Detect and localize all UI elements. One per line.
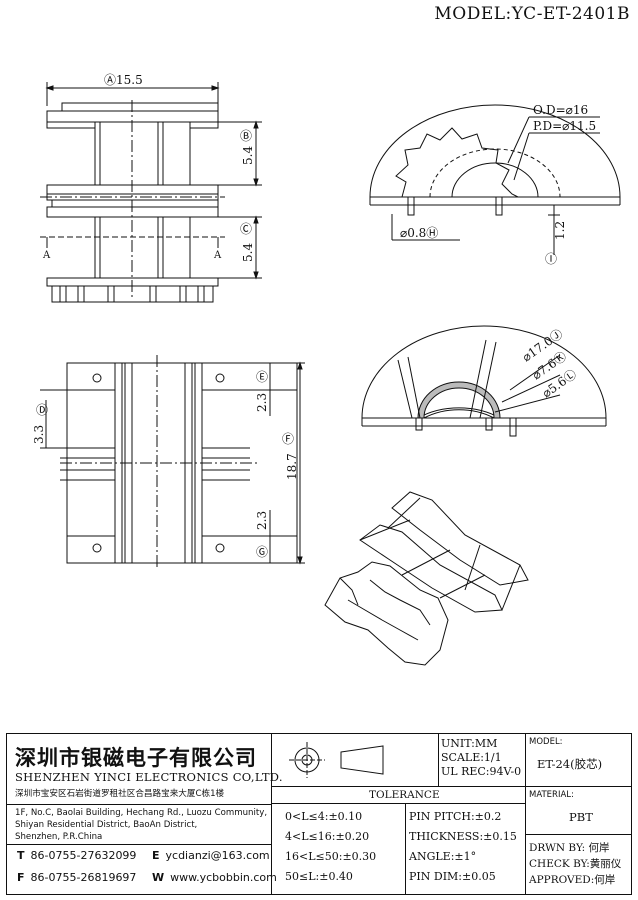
company-name-en: SHENZHEN YINCI ELECTRONICS CO,LTD. <box>15 770 283 784</box>
dim-c-tag: Ⓒ <box>240 222 252 236</box>
dim-g-value: 2.3 <box>255 511 269 530</box>
approved-by: APPROVED:何岸 <box>529 874 616 886</box>
dim-b-value: 5.4 <box>241 146 255 165</box>
address-en-2: Shiyan Residential District, BaoAn Distr… <box>15 820 198 830</box>
isometric-view <box>324 491 529 666</box>
tol-row-3: 16<L≤50:±0.30 <box>285 850 377 863</box>
dim-f-tag: Ⓕ <box>282 432 294 446</box>
ul-rec: UL REC:94V-0 <box>441 765 522 778</box>
dim-c-value: 5.4 <box>241 243 255 262</box>
web-value[interactable]: www.ycbobbin.com <box>170 871 277 884</box>
dim-f-value: 18.7 <box>285 453 299 480</box>
company-name-cn: 深圳市银磁电子有限公司 <box>15 746 257 770</box>
tel-value: 86-0755-27632099 <box>30 849 137 862</box>
fax-value: 86-0755-26819697 <box>30 871 137 884</box>
address-en-3: Shenzhen, P.R.China <box>15 832 103 842</box>
section-view: ⌀17.0Ⓙ ⌀7.6Ⓚ ⌀5.6Ⓛ <box>361 325 607 437</box>
contact-fax: F 86-0755-26819697 <box>17 871 136 884</box>
tel-label: T <box>17 849 25 862</box>
projection-symbol-icon <box>289 742 384 778</box>
email-label: E <box>152 849 160 862</box>
unit: UNIT:MM <box>441 737 498 750</box>
material-label: MATERIAL: <box>529 790 574 800</box>
dim-d-tag: Ⓓ <box>36 403 48 417</box>
gear-top-view: O.D=⌀16 P.D=⌀11.5 ⌀0.8Ⓗ 1.2 Ⓘ <box>369 103 621 266</box>
web-label: W <box>152 871 165 884</box>
address-cn: 深圳市宝安区石岩街道罗租社区合昌路宝来大厦C栋1楼 <box>15 789 225 799</box>
tol-pin-dim: PIN DIM:±0.05 <box>409 870 496 883</box>
tol-pin-pitch: PIN PITCH:±0.2 <box>409 810 502 823</box>
tol-thickness: THICKNESS:±0.15 <box>409 830 517 843</box>
dim-g-tag: Ⓖ <box>256 545 268 559</box>
model-label: MODEL: <box>529 737 563 747</box>
dim-pin-dia: ⌀0.8Ⓗ <box>400 226 438 240</box>
model-value: ET-24(胶芯) <box>537 757 603 771</box>
engineering-drawing: Ⓐ15.5 A A <box>32 73 621 666</box>
contact-tel: T 86-0755-27632099 <box>17 849 136 862</box>
check-by: CHECK BY:黄丽仪 <box>529 858 622 870</box>
tol-row-2: 4<L≤16:±0.20 <box>285 830 370 843</box>
tol-row-4: 50≤L:±0.40 <box>285 870 353 883</box>
material-value: PBT <box>569 810 593 824</box>
dim-a: Ⓐ15.5 <box>104 73 143 87</box>
email-value[interactable]: ycdianzi@163.com <box>165 849 270 862</box>
dim-e-tag: Ⓔ <box>256 370 268 384</box>
address-en-1: 1F, No.C, Baolai Building, Hechang Rd., … <box>15 808 268 818</box>
dim-od: O.D=⌀16 <box>533 103 588 117</box>
tol-angle: ANGLE:±1° <box>409 850 477 863</box>
front-view: Ⓐ15.5 A A <box>40 73 262 303</box>
dim-i-value: 1.2 <box>553 221 567 240</box>
dim-pd: P.D=⌀11.5 <box>533 119 596 133</box>
scale: SCALE:1/1 <box>441 751 502 764</box>
model-header: MODEL:YC-ET-2401B <box>434 4 630 24</box>
section-a-right: A <box>213 250 222 261</box>
fax-label: F <box>17 871 25 884</box>
title-block: 深圳市银磁电子有限公司 SHENZHEN YINCI ELECTRONICS C… <box>6 733 632 895</box>
tolerance-title: TOLERANCE <box>369 789 440 801</box>
dim-d-value: 3.3 <box>32 425 46 444</box>
tol-row-1: 0<L≤4:±0.10 <box>285 810 363 823</box>
dim-e-value: 2.3 <box>255 393 269 412</box>
dim-b-tag: Ⓑ <box>240 129 252 143</box>
section-a-left: A <box>42 250 51 261</box>
drawn-by: DRWN BY: 何岸 <box>529 842 610 854</box>
side-view: Ⓓ 3.3 Ⓔ 2.3 Ⓕ 18.7 2.3 Ⓖ <box>32 355 305 570</box>
dim-i-tag: Ⓘ <box>545 252 557 266</box>
